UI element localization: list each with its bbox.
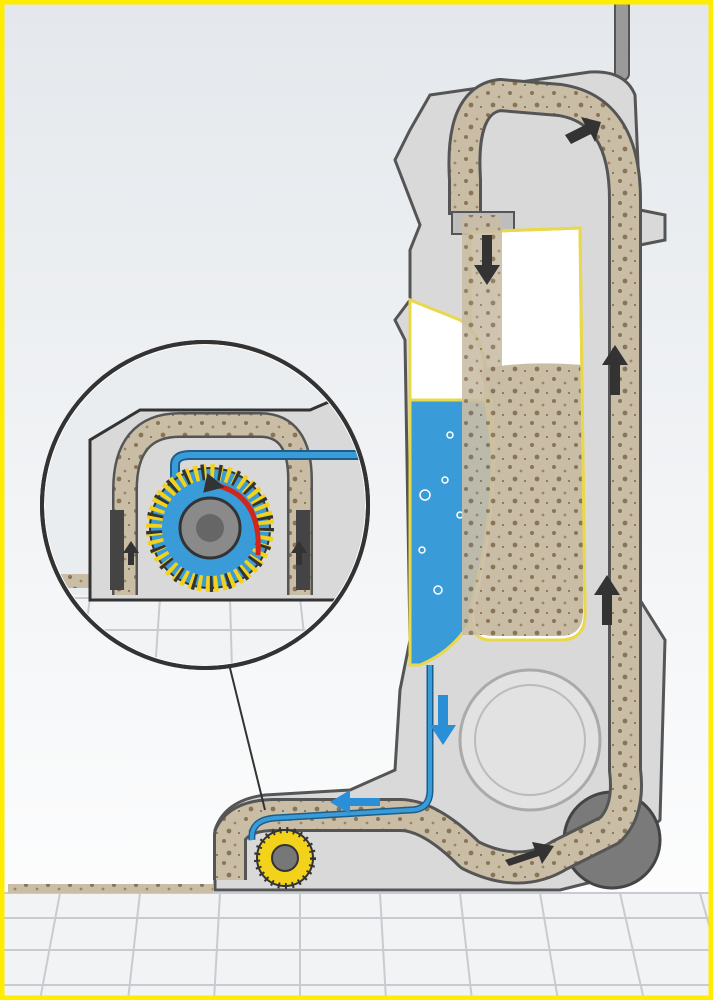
brush-rotation-arrow-icon [203,473,261,556]
air-bubbles [418,431,464,595]
magnifier-pointer-line [227,659,266,811]
water-flow-arrow-icon [330,695,456,814]
airflow-arrow-icon [474,117,628,866]
handle [614,0,630,81]
motor-housing [458,668,602,812]
floor-tiles [0,892,713,1000]
dirt-on-floor [8,884,213,893]
brush-roller [254,827,316,889]
magnified-brush-inset [40,340,370,670]
